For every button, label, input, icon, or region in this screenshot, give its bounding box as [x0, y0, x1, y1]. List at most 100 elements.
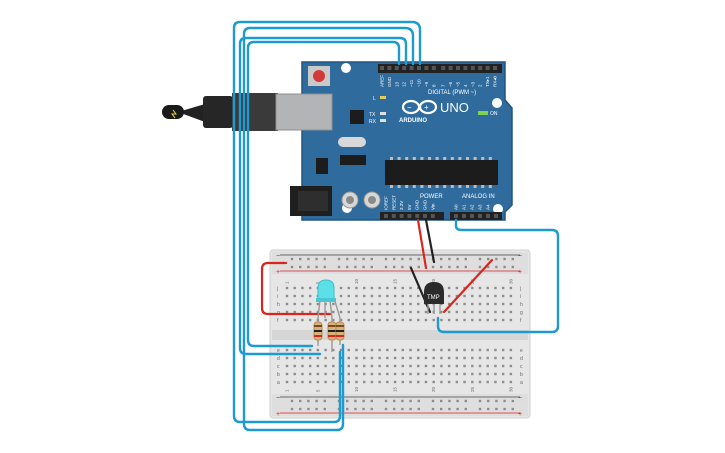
rail-hole[interactable] — [346, 399, 349, 403]
breadboard-hole[interactable] — [501, 348, 505, 352]
breadboard-hole[interactable] — [324, 380, 327, 384]
breadboard-hole[interactable] — [424, 380, 428, 384]
breadboard-hole[interactable] — [393, 318, 397, 322]
breadboard-hole[interactable] — [455, 364, 459, 368]
breadboard-hole[interactable] — [447, 294, 451, 298]
breadboard-hole[interactable] — [347, 318, 350, 322]
breadboard-hole[interactable] — [417, 286, 420, 290]
breadboard-hole[interactable] — [409, 356, 412, 360]
breadboard-hole[interactable] — [424, 364, 428, 368]
rail-hole[interactable] — [456, 399, 459, 403]
breadboard-hole[interactable] — [455, 286, 459, 290]
breadboard-hole[interactable] — [478, 318, 482, 322]
rail-hole[interactable] — [299, 407, 302, 411]
breadboard-hole[interactable] — [355, 348, 358, 352]
header-pin[interactable] — [407, 214, 412, 218]
rail-hole[interactable] — [503, 399, 506, 403]
rail-hole[interactable] — [448, 399, 451, 403]
rail-hole[interactable] — [299, 257, 302, 261]
breadboard-hole[interactable] — [393, 286, 397, 290]
breadboard-hole[interactable] — [424, 356, 428, 360]
breadboard-hole[interactable] — [455, 302, 459, 306]
rail-hole[interactable] — [337, 257, 341, 261]
breadboard-hole[interactable] — [363, 302, 366, 306]
breadboard-hole[interactable] — [332, 348, 335, 352]
breadboard-hole[interactable] — [447, 364, 451, 368]
breadboard-hole[interactable] — [401, 372, 404, 376]
breadboard-hole[interactable] — [455, 318, 459, 322]
breadboard-hole[interactable] — [440, 380, 443, 384]
rail-hole[interactable] — [346, 257, 349, 261]
breadboard-hole[interactable] — [378, 302, 381, 306]
header-pin[interactable] — [478, 66, 483, 70]
rail-hole[interactable] — [511, 399, 514, 403]
breadboard-hole[interactable] — [409, 372, 412, 376]
breadboard-hole[interactable] — [455, 348, 459, 352]
breadboard-hole[interactable] — [417, 380, 420, 384]
breadboard-hole[interactable] — [432, 364, 435, 368]
header-pin[interactable] — [463, 66, 468, 70]
rail-hole[interactable] — [393, 257, 396, 261]
breadboard-hole[interactable] — [363, 294, 366, 298]
breadboard-hole[interactable] — [332, 302, 335, 306]
breadboard-hole[interactable] — [471, 372, 474, 376]
breadboard-hole[interactable] — [332, 310, 335, 314]
breadboard-hole[interactable] — [471, 286, 474, 290]
breadboard-hole[interactable] — [455, 310, 459, 314]
header-pin[interactable] — [430, 214, 435, 218]
breadboard-hole[interactable] — [417, 302, 420, 306]
breadboard-hole[interactable] — [363, 356, 366, 360]
breadboard-hole[interactable] — [355, 310, 358, 314]
rail-hole[interactable] — [409, 257, 412, 261]
breadboard-hole[interactable] — [347, 302, 350, 306]
rail-hole[interactable] — [362, 265, 365, 269]
rail-hole[interactable] — [384, 399, 388, 403]
breadboard-hole[interactable] — [478, 294, 482, 298]
breadboard-hole[interactable] — [401, 294, 404, 298]
breadboard-hole[interactable] — [501, 380, 505, 384]
rail-hole[interactable] — [290, 399, 294, 403]
breadboard-hole[interactable] — [463, 364, 466, 368]
rail-hole[interactable] — [290, 257, 294, 261]
breadboard-hole[interactable] — [316, 310, 320, 314]
breadboard-hole[interactable] — [440, 372, 443, 376]
breadboard-hole[interactable] — [347, 372, 350, 376]
rail-hole[interactable] — [354, 399, 357, 403]
wire-blue-pin12[interactable] — [246, 40, 401, 348]
breadboard-hole[interactable] — [501, 286, 505, 290]
breadboard-hole[interactable] — [463, 372, 466, 376]
breadboard-hole[interactable] — [378, 286, 381, 290]
rail-hole[interactable] — [431, 399, 435, 403]
breadboard-hole[interactable] — [424, 318, 428, 322]
digital-header[interactable] — [378, 64, 502, 73]
breadboard-hole[interactable] — [409, 318, 412, 322]
breadboard-hole[interactable] — [463, 380, 466, 384]
rail-hole[interactable] — [448, 257, 451, 261]
breadboard-hole[interactable] — [409, 364, 412, 368]
breadboard-hole[interactable] — [301, 302, 304, 306]
tmp-sensor[interactable]: TMP — [424, 282, 444, 314]
header-pin[interactable] — [431, 66, 436, 70]
breadboard-holes[interactable] — [285, 257, 514, 411]
breadboard-hole[interactable] — [471, 348, 474, 352]
breadboard-hole[interactable] — [378, 348, 381, 352]
breadboard-hole[interactable] — [370, 372, 374, 376]
breadboard-hole[interactable] — [501, 364, 505, 368]
breadboard-hole[interactable] — [509, 294, 513, 298]
rail-hole[interactable] — [456, 265, 459, 269]
breadboard-hole[interactable] — [494, 302, 497, 306]
breadboard-hole[interactable] — [324, 348, 327, 352]
breadboard-hole[interactable] — [509, 364, 513, 368]
breadboard-hole[interactable] — [486, 364, 489, 368]
rail-hole[interactable] — [401, 407, 404, 411]
breadboard-hole[interactable] — [478, 380, 482, 384]
breadboard-hole[interactable] — [285, 380, 289, 384]
breadboard-hole[interactable] — [447, 318, 451, 322]
breadboard-hole[interactable] — [386, 372, 389, 376]
breadboard-hole[interactable] — [293, 310, 296, 314]
rail-hole[interactable] — [393, 399, 396, 403]
breadboard-hole[interactable] — [363, 286, 366, 290]
breadboard-hole[interactable] — [301, 286, 304, 290]
breadboard-hole[interactable] — [463, 294, 466, 298]
